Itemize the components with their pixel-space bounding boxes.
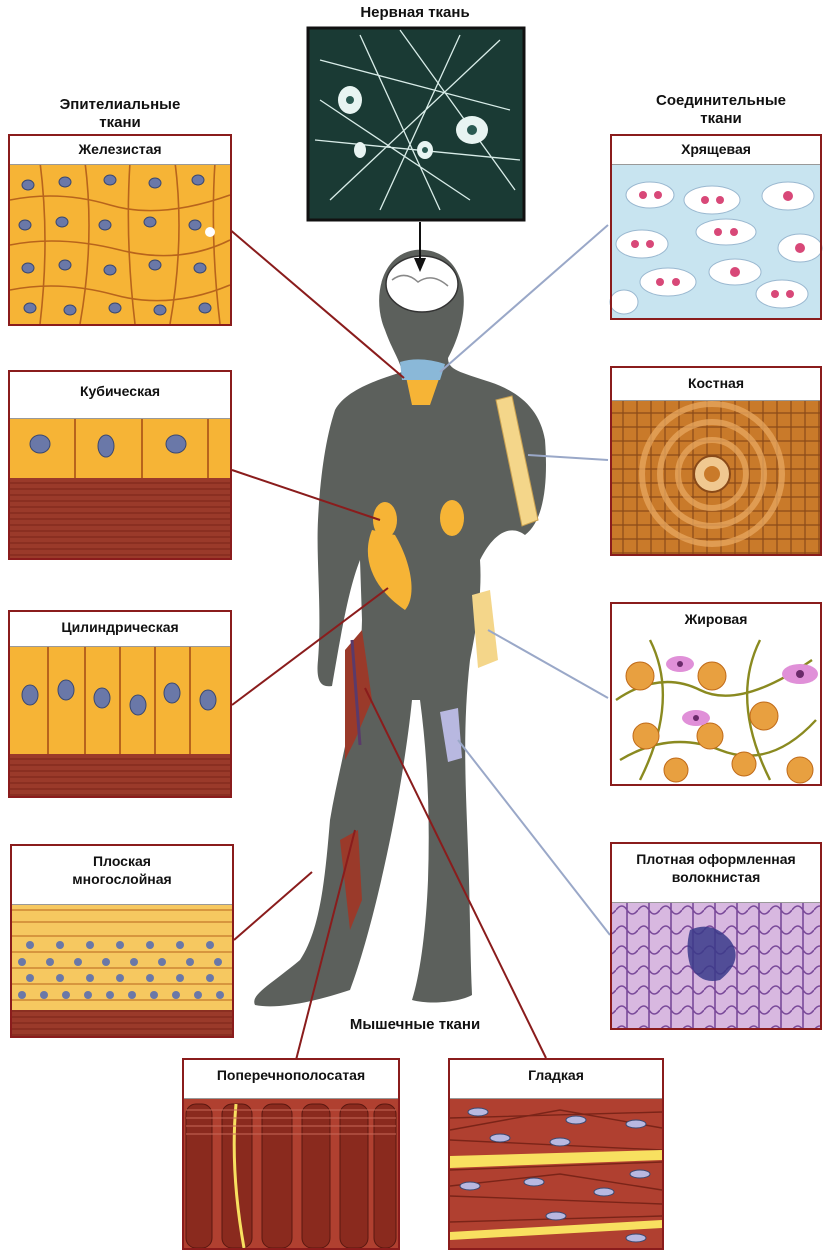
nervous-tissue-image xyxy=(308,28,524,220)
panel-smooth: Гладкая xyxy=(448,1058,664,1250)
group-label-connective: Соединительные ткани xyxy=(636,92,806,128)
panel-adipose: Жировая xyxy=(610,602,822,786)
panel-cuboidal: Кубическая xyxy=(8,370,232,560)
group-label-epithelial: Эпителиальные ткани xyxy=(40,96,200,132)
panel-stratified: Плоская многослойная xyxy=(10,844,234,1038)
panel-title: Гладкая xyxy=(450,1060,662,1099)
group-label-nervous: Нервная ткань xyxy=(330,4,500,22)
panel-title: Кубическая xyxy=(10,372,230,419)
panel-title: Хрящевая xyxy=(612,136,820,165)
panel-title: Плотная оформленная волокнистая xyxy=(612,844,820,903)
panel-columnar: Цилиндрическая xyxy=(8,610,232,798)
panel-glandular: Железистая xyxy=(8,134,232,326)
panel-title: Поперечнополосатая xyxy=(184,1060,398,1099)
human-body-figure xyxy=(254,250,546,1007)
panel-dense-fibrous: Плотная оформленная волокнистая xyxy=(610,842,822,1030)
panel-striated: Поперечнополосатая xyxy=(182,1058,400,1250)
panel-title: Костная xyxy=(612,368,820,401)
panel-title: Железистая xyxy=(10,136,230,165)
group-label-muscle: Мышечные ткани xyxy=(340,1016,490,1034)
panel-title: Плоская многослойная xyxy=(12,846,232,905)
panel-cartilage: Хрящевая xyxy=(610,134,822,320)
panel-title: Жировая xyxy=(612,604,820,638)
panel-title: Цилиндрическая xyxy=(10,612,230,647)
panel-bone: Костная xyxy=(610,366,822,556)
